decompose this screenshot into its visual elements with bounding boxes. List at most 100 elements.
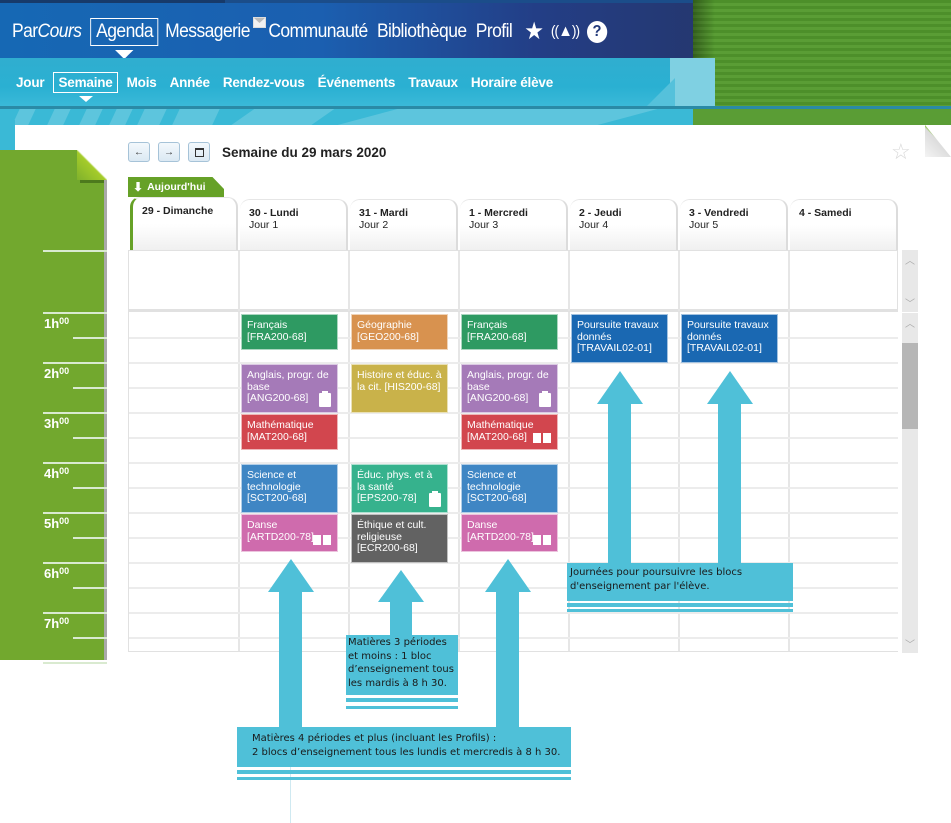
time-slot-cell[interactable]: [789, 362, 898, 412]
calendar-event[interactable]: Français [FRA200-68]: [461, 314, 558, 350]
time-slot-cell[interactable]: [789, 312, 898, 362]
time-slot-cell[interactable]: [129, 512, 239, 562]
calendar-event[interactable]: Science et technologie [SCT200-68]: [461, 464, 558, 513]
column-divider: [678, 312, 680, 651]
day-header-0[interactable]: 29 - Dimanche: [130, 197, 238, 250]
all-day-scrollbar[interactable]: ︿ ﹀: [902, 250, 918, 312]
annotation-note-tuesday: Matières 3 périodes et moins : 1 bloc d’…: [346, 635, 458, 695]
time-slot-cell[interactable]: [789, 512, 898, 562]
event-title: Français: [247, 319, 288, 331]
time-slot-cell[interactable]: [789, 462, 898, 512]
minute-value: 00: [59, 616, 70, 626]
day-date: 2 - Jeudi: [579, 207, 622, 219]
time-slot-cell[interactable]: [679, 612, 789, 651]
time-slot-cell[interactable]: [129, 412, 239, 462]
calendar-event[interactable]: Géographie [GEO200-68]: [351, 314, 448, 350]
column-divider: [238, 312, 240, 651]
calendar-event[interactable]: Éduc. phys. et à la santé [EPS200-78]: [351, 464, 448, 513]
decorative-fold-shadow: [80, 180, 104, 183]
calendar-event[interactable]: Danse [ARTD200-78]: [461, 514, 558, 552]
help-icon[interactable]: ?: [586, 20, 607, 43]
calendar-event[interactable]: Anglais, progr. de base [ANG200-68]: [461, 364, 558, 413]
view-nav: Jour Semaine Mois Année Rendez-vous Évén…: [12, 72, 562, 102]
calendar-icon: [194, 147, 204, 157]
annotation-underline: [567, 609, 793, 612]
calendar-event[interactable]: Poursuite travaux donnés [TRAVAIL02-01]: [571, 314, 668, 363]
previous-week-button[interactable]: ←: [128, 142, 150, 162]
day-date: 3 - Vendredi: [689, 207, 749, 219]
today-calendar-button[interactable]: [188, 142, 210, 162]
half-hour-line: [73, 537, 107, 539]
time-slot-cell[interactable]: [789, 562, 898, 612]
tab-evenements[interactable]: Événements: [317, 75, 396, 90]
column-divider: [238, 251, 240, 311]
nav-agenda[interactable]: Agenda: [90, 17, 159, 59]
ray: [77, 109, 103, 126]
day-cycle: Jour 2: [359, 219, 389, 231]
time-slot-cell[interactable]: [129, 462, 239, 512]
calendar-event[interactable]: Mathématique [MAT200-68]: [241, 414, 338, 450]
favorite-star-icon[interactable]: ☆: [891, 139, 911, 164]
grid-scrollbar[interactable]: ︿ ﹀: [902, 313, 918, 653]
hour-value: 3h: [44, 416, 60, 431]
event-code: [GEO200-68]: [357, 330, 419, 343]
day-header-6[interactable]: 4 - Samedi: [790, 199, 898, 250]
column-divider: [348, 251, 350, 311]
annotation-underline: [567, 603, 793, 607]
calendar-event[interactable]: Science et technologie [SCT200-68]: [241, 464, 338, 513]
calendar-event[interactable]: Mathématique [MAT200-68]: [461, 414, 558, 450]
tab-annee[interactable]: Année: [169, 75, 210, 90]
calendar-event[interactable]: Danse [ARTD200-78]: [241, 514, 338, 552]
time-slot-cell[interactable]: [569, 612, 679, 651]
tab-travaux[interactable]: Travaux: [408, 75, 458, 90]
scroll-thumb[interactable]: [902, 343, 918, 429]
time-slot-cell[interactable]: [349, 412, 459, 462]
calendar-event[interactable]: Anglais, progr. de base [ANG200-68]: [241, 364, 338, 413]
star-icon[interactable]: ★: [524, 18, 544, 45]
today-badge[interactable]: ⬇ Aujourd'hui: [128, 177, 224, 197]
time-slot-cell[interactable]: [789, 412, 898, 462]
nav-messagerie[interactable]: Messagerie: [160, 16, 266, 45]
time-slot-cell[interactable]: [129, 362, 239, 412]
day-date: 30 - Lundi: [249, 207, 299, 219]
column-divider: [458, 312, 460, 651]
day-cycle: Jour 3: [469, 219, 499, 231]
time-slot-cell[interactable]: [129, 562, 239, 612]
day-date: 4 - Samedi: [799, 207, 852, 219]
tab-mois[interactable]: Mois: [126, 75, 157, 90]
calendar-event[interactable]: Français [FRA200-68]: [241, 314, 338, 350]
scroll-up-icon[interactable]: ︿: [905, 319, 915, 330]
nav-profil[interactable]: Profil: [475, 20, 513, 42]
calendar-event[interactable]: Éthique et cult. religieuse [ECR200-68]: [351, 514, 448, 563]
bell-icon[interactable]: ((▲)): [550, 22, 580, 41]
ray: [107, 109, 133, 126]
day-cycle: Jour 5: [689, 219, 719, 231]
decorative-green-strip: [693, 109, 951, 126]
tab-horaire-eleve[interactable]: Horaire élève: [470, 75, 554, 90]
tab-jour[interactable]: Jour: [16, 75, 45, 90]
time-slot-cell[interactable]: [129, 312, 239, 362]
tab-rendez-vous[interactable]: Rendez-vous: [222, 75, 305, 90]
event-code: [ANG200-68]: [247, 392, 309, 404]
calendar-event[interactable]: Histoire et éduc. à la cit. [HIS200-68]: [351, 364, 448, 413]
time-slot-cell[interactable]: [789, 612, 898, 651]
week-title: Semaine du 29 mars 2020: [222, 144, 387, 160]
next-week-button[interactable]: →: [158, 142, 180, 162]
event-code: [SCT200-68]: [247, 492, 307, 504]
scroll-down-icon[interactable]: ﹀: [905, 299, 915, 310]
nav-communaute[interactable]: Communauté: [268, 20, 368, 42]
scroll-up-icon[interactable]: ︿: [905, 256, 915, 267]
time-slot-cell[interactable]: [129, 612, 239, 651]
nav-bibliotheque[interactable]: Bibliothèque: [376, 20, 467, 42]
scroll-down-icon[interactable]: ﹀: [905, 640, 915, 651]
hour-value: 2h: [44, 366, 60, 381]
calendar-event[interactable]: Poursuite travaux donnés [TRAVAIL02-01]: [681, 314, 778, 363]
brand-logo[interactable]: ParCours: [12, 19, 91, 45]
tab-semaine[interactable]: Semaine: [53, 72, 118, 102]
